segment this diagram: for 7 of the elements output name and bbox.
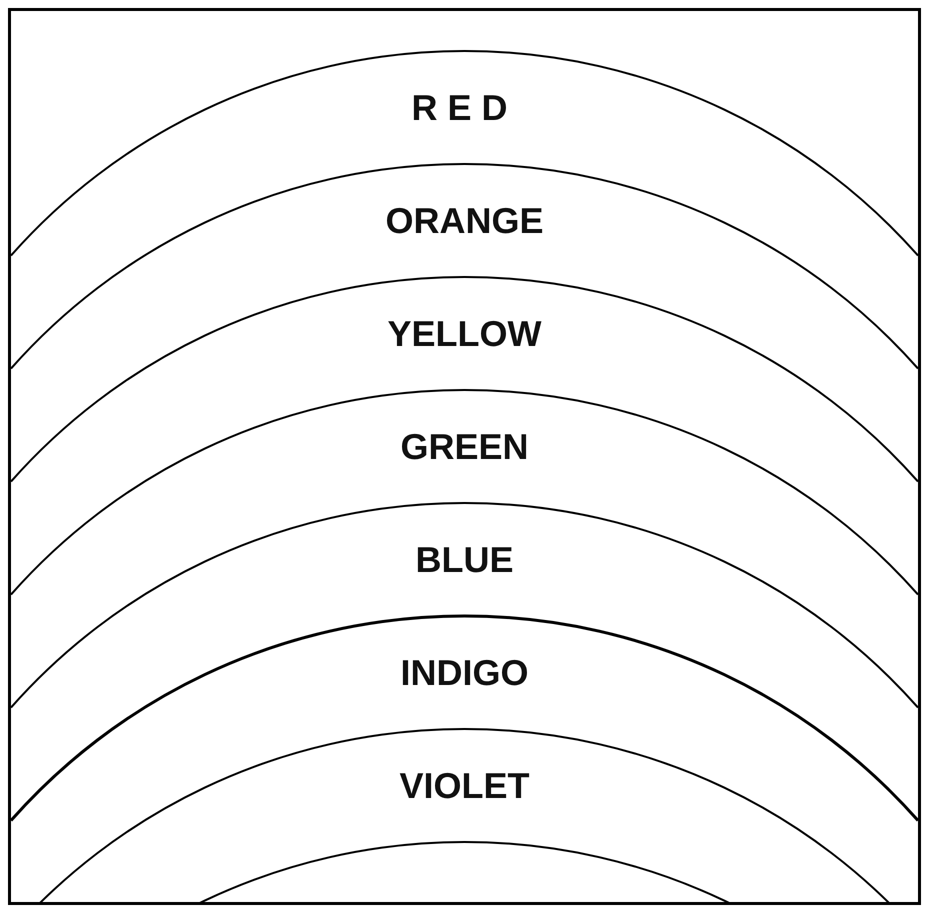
band-label: VIOLET — [400, 765, 530, 807]
band-label: RED — [412, 87, 518, 129]
band-label: INDIGO — [400, 652, 528, 694]
band-label: GREEN — [400, 426, 529, 468]
band-label: YELLOW — [388, 313, 542, 355]
band-label: BLUE — [416, 539, 514, 581]
band-label: ORANGE — [386, 200, 544, 242]
